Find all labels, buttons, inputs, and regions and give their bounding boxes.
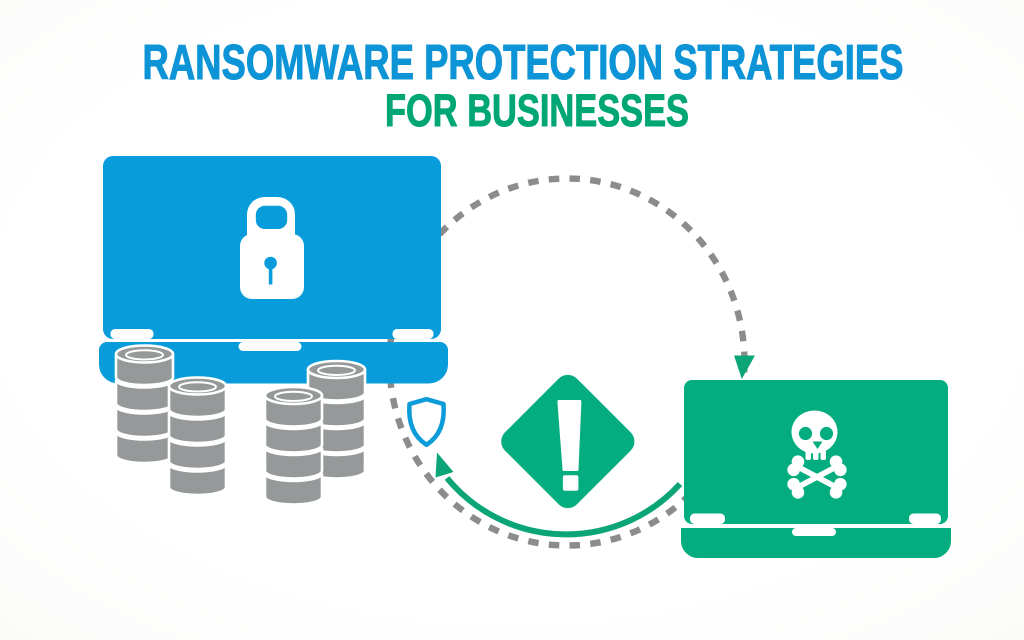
svg-text:RANSOMWARE PROTECTION STRATEGI: RANSOMWARE PROTECTION STRATEGIES bbox=[143, 36, 904, 90]
svg-text:FOR BUSINESSES: FOR BUSINESSES bbox=[385, 85, 689, 136]
